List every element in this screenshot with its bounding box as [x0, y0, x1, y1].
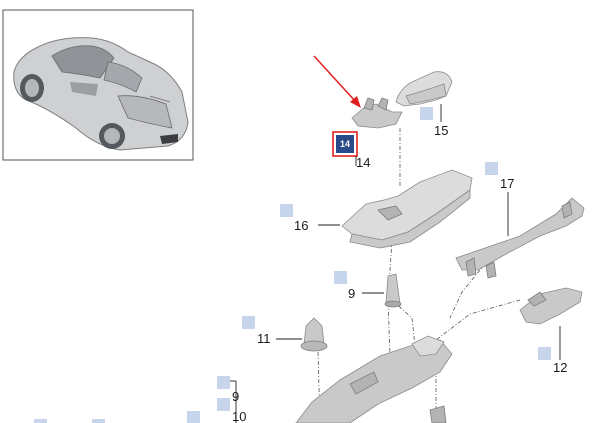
callout-16[interactable]: 16 [294, 218, 308, 233]
callout-12[interactable]: 12 [553, 360, 567, 375]
marker-square [420, 107, 433, 120]
highlighted-callout-14[interactable]: 14 [332, 131, 358, 157]
part-16[interactable] [341, 169, 473, 249]
marker-square [34, 419, 47, 423]
part-12[interactable] [519, 287, 583, 325]
highlight-label: 14 [340, 139, 350, 149]
marker-square [538, 347, 551, 360]
callout-11[interactable]: 11 [257, 331, 271, 346]
callout-14[interactable]: 14 [356, 155, 370, 170]
marker-square [217, 376, 230, 389]
red-arrow-icon [313, 55, 361, 108]
marker-square [485, 162, 498, 175]
marker-squares [34, 107, 551, 423]
callout-labels: 15 14 17 16 9 11 12 9 10 [232, 123, 567, 423]
car-thumbnail[interactable] [2, 9, 194, 161]
car-illustration [13, 37, 189, 151]
part-11[interactable] [300, 317, 328, 352]
callout-9-lower[interactable]: 9 [232, 389, 239, 404]
marker-square [242, 316, 255, 329]
callout-10[interactable]: 10 [232, 409, 246, 423]
callout-17[interactable]: 17 [500, 176, 514, 191]
part-17[interactable] [455, 197, 585, 279]
part-9[interactable] [384, 273, 402, 308]
leader-lines [230, 104, 561, 423]
marker-square [334, 271, 347, 284]
part-14[interactable] [351, 97, 403, 129]
marker-square [92, 419, 105, 423]
part-15[interactable] [395, 71, 453, 107]
marker-square [217, 398, 230, 411]
callout-15[interactable]: 15 [434, 123, 448, 138]
marker-square [280, 204, 293, 217]
lower-console[interactable] [295, 335, 453, 423]
marker-square [187, 411, 200, 423]
callout-9[interactable]: 9 [348, 286, 355, 301]
